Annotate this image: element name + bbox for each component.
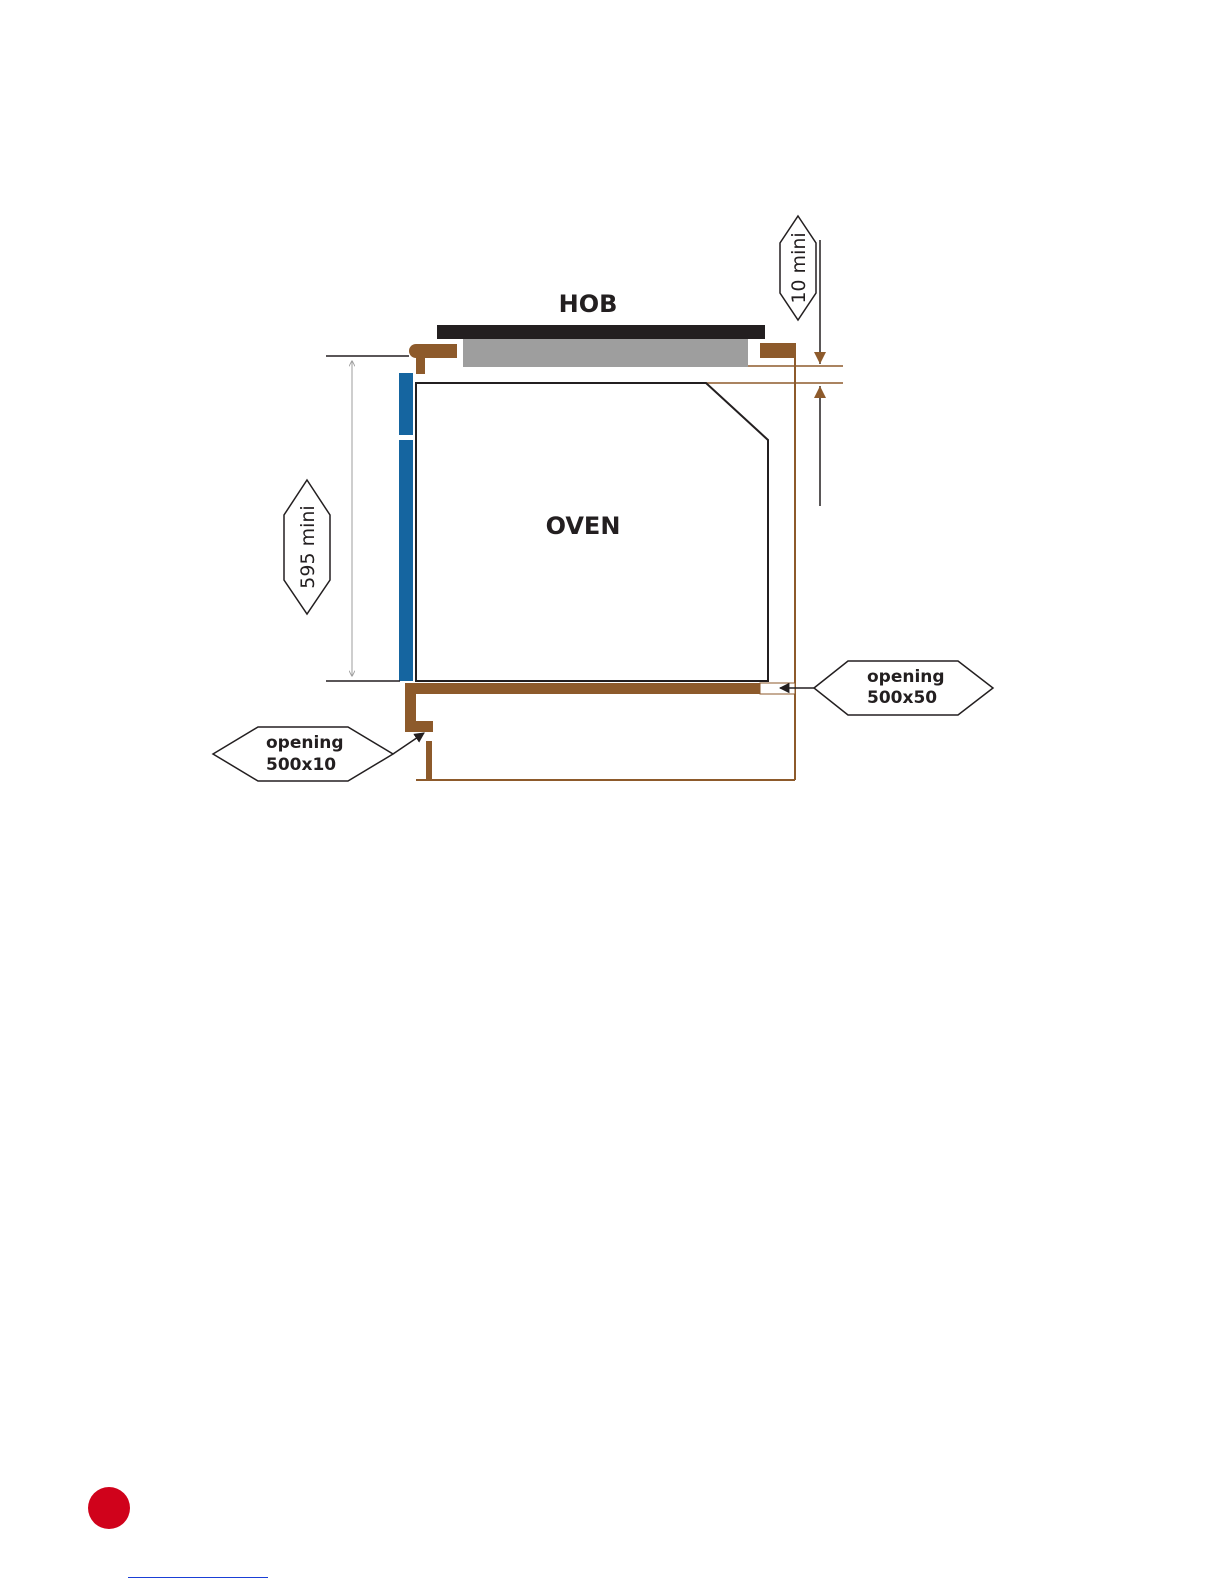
opening-left-leader <box>393 733 424 754</box>
oven-door-upper <box>399 373 413 435</box>
dim-10-label: 10 mini <box>788 232 810 303</box>
opening-right-line1: opening <box>867 667 945 687</box>
dim-10-arrow-top <box>814 352 826 364</box>
plinth-left-return <box>405 721 433 732</box>
plinth-left-post <box>426 741 432 780</box>
oven-support-shelf <box>405 683 760 694</box>
hob-body <box>463 339 748 367</box>
cabinet-left-post-top <box>416 358 425 374</box>
page-marker-dot <box>88 1487 130 1529</box>
oven-door-lower <box>399 440 413 681</box>
oven-label: OVEN <box>546 512 621 540</box>
opening-left-line1: opening <box>266 733 344 753</box>
dim-10-arrow-bottom <box>814 386 826 398</box>
worktop-left <box>409 344 457 358</box>
dim-595-label: 595 mini <box>297 505 319 588</box>
worktop-right <box>760 343 796 358</box>
hob-glass-top <box>437 325 765 339</box>
hob-label: HOB <box>559 290 618 318</box>
opening-right-line2: 500x50 <box>867 688 937 708</box>
footer-rule <box>128 1577 268 1578</box>
opening-left-line2: 500x10 <box>266 755 336 775</box>
